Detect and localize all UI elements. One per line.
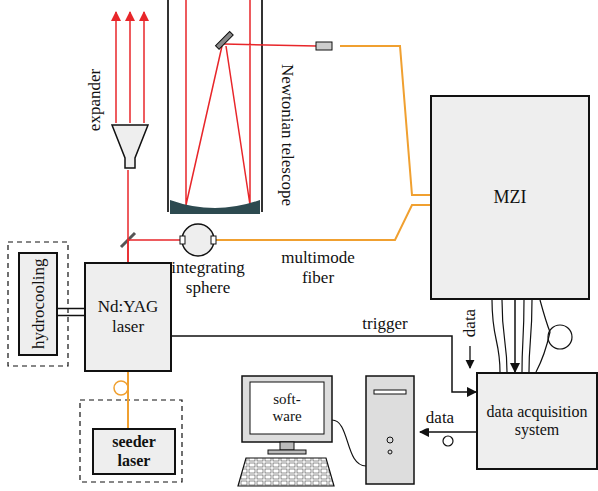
computer (238, 376, 414, 486)
integrating-sphere (163, 239, 182, 241)
dashed-enclosure (80, 400, 182, 482)
telescope-node: Newtonian telescope (160, 0, 340, 220)
node-text: integrating sphere (163, 258, 253, 297)
node-text: expander (85, 69, 105, 131)
node-text: Newtonian telescope (277, 64, 297, 206)
telescope (170, 200, 260, 214)
fiber-bundle (492, 300, 572, 372)
fiber-loop (443, 436, 453, 446)
sphere-node: integrating sphere (163, 222, 253, 310)
beam-expander (112, 12, 148, 168)
node-text: seeder laser (94, 433, 174, 470)
telescope (261, 0, 263, 212)
telescope (167, 0, 169, 212)
edge-label: trigger (360, 314, 409, 334)
dashed-enclosure (8, 242, 182, 482)
beam-expander (115, 12, 117, 123)
beam-expander (143, 12, 145, 123)
expander-node: expander (84, 55, 150, 170)
computer (387, 437, 393, 443)
computer (374, 390, 406, 394)
acquisition-box: data acquisition system (476, 372, 598, 470)
connector (340, 46, 430, 195)
edge-label: data (424, 408, 456, 428)
beam-expander (112, 125, 148, 168)
computer (268, 450, 306, 454)
computer (250, 382, 324, 434)
data-arrow (470, 346, 471, 368)
integrating-sphere (216, 239, 253, 241)
beam-expander (129, 12, 131, 123)
integrating-sphere (182, 224, 214, 256)
node-text: MZI (490, 187, 531, 208)
computer (238, 458, 334, 486)
dashed-enclosure (8, 242, 68, 366)
node-text: soft- ware (262, 391, 312, 426)
connector (172, 336, 476, 392)
laser-box: Nd:YAG laser (84, 262, 172, 372)
connector (253, 205, 430, 240)
edge-label: data (460, 307, 480, 339)
computer (388, 450, 392, 454)
computer-node: soft- ware (238, 372, 420, 488)
seeder-box: seeder laser (92, 428, 176, 475)
computer (332, 420, 366, 466)
telescope (316, 42, 332, 50)
integrating-sphere (211, 236, 216, 244)
fiber-loop (114, 381, 128, 395)
connector (128, 240, 163, 262)
fiber-bundle (548, 325, 572, 349)
node-text: Nd:YAG laser (86, 297, 170, 336)
connector (420, 431, 476, 433)
fiber-bundle (492, 300, 500, 372)
fiber-bundle (529, 300, 532, 372)
fiber-bundle (502, 300, 507, 372)
cooling-box: hydrocooling (18, 252, 58, 356)
telescope (168, 0, 332, 214)
interferometer-box: MZI (430, 95, 590, 300)
node-text: hydrocooling (28, 255, 48, 354)
connector (58, 309, 84, 316)
data-arrow (469, 346, 470, 368)
telescope (216, 32, 234, 50)
integrating-sphere (180, 236, 185, 244)
computer (242, 376, 332, 442)
fiber-bundle (522, 300, 524, 372)
node-text: data acquisition system (478, 403, 596, 440)
connector (127, 372, 129, 428)
computer (280, 442, 294, 450)
computer (366, 376, 414, 484)
integrating-sphere (163, 224, 253, 256)
edge-label: multimode fiber (266, 248, 370, 287)
connector (514, 300, 516, 372)
